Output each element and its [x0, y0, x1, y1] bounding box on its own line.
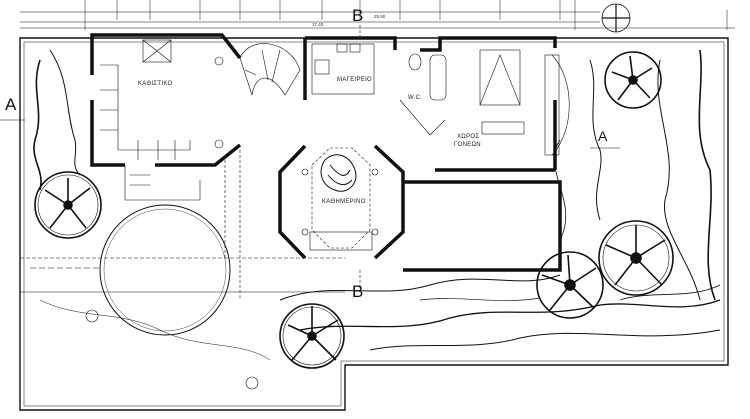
section-marker-a-right: A: [598, 128, 608, 144]
north-arrow-icon: [601, 3, 631, 33]
landscaping: [33, 49, 721, 361]
section-marker-b-top: B: [352, 6, 364, 25]
room-label-parents-1: ΧΩΡΟΣ: [457, 134, 480, 140]
tree-icon: [279, 303, 345, 369]
section-marker-b-bottom: B: [352, 282, 364, 301]
round-patio: [99, 204, 231, 336]
fireplace: [142, 39, 172, 63]
room-label-family: ΚΑΘΗΜΕΡΙΝΟ: [322, 199, 366, 205]
room-label-kitchen: ΜΑΓΕΙΡΕΙΟ: [337, 77, 373, 83]
section-marker-a-left: A: [5, 95, 17, 114]
tree-icon: [598, 220, 674, 296]
room-label-living: ΚΑΘΙΣΤΙΚΟ: [138, 81, 173, 87]
bed: [479, 49, 521, 106]
tree-icon: [34, 171, 102, 239]
room-label-parents-2: ΓΟΝΕΩΝ: [454, 142, 481, 148]
table: [320, 154, 357, 192]
tree-icon: [536, 251, 604, 319]
room-label-wc: W.C.: [408, 95, 423, 101]
tree-icon: [604, 51, 662, 109]
site-boundary: [19, 37, 729, 411]
dimension-label: 25.80: [374, 14, 386, 19]
dimension-label: 17.40: [312, 22, 324, 27]
house-walls: [90, 33, 562, 272]
